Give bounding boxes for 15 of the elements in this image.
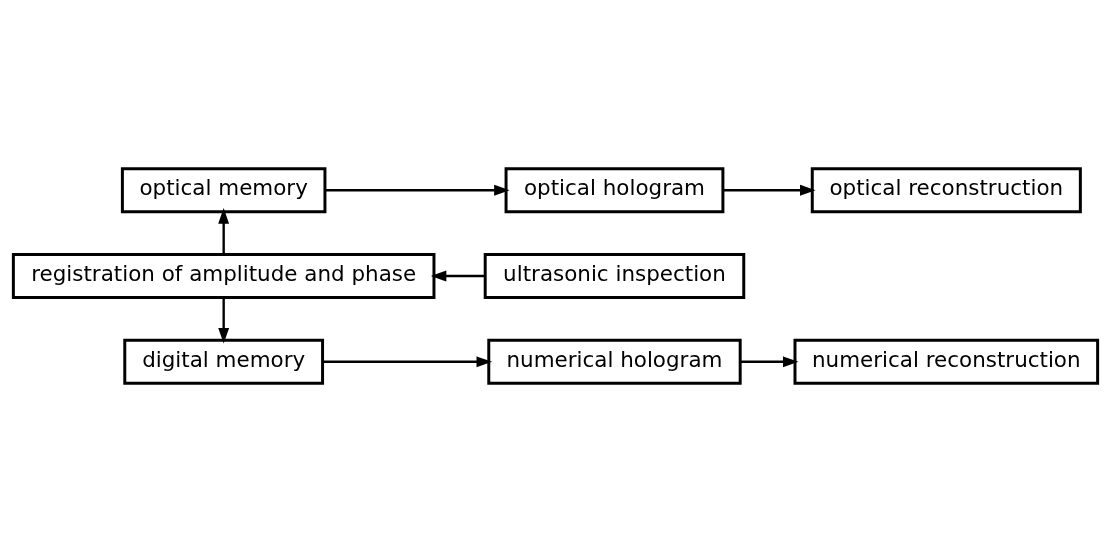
node-box: numerical hologram <box>487 338 742 385</box>
arrow <box>430 270 485 281</box>
arrow <box>740 355 799 367</box>
node-box: optical reconstruction <box>810 166 1082 213</box>
node-box: numerical reconstruction <box>793 338 1100 385</box>
arrow <box>218 297 230 344</box>
arrow <box>322 355 492 367</box>
arrow <box>723 184 816 196</box>
node-box: optical memory <box>120 166 327 213</box>
arrow <box>325 184 510 196</box>
node-box: optical hologram <box>504 166 725 213</box>
node-box: registration of amplitude and phase <box>11 252 436 299</box>
arrow <box>218 207 230 254</box>
node-box: ultrasonic inspection <box>483 252 746 299</box>
node-box: digital memory <box>123 338 325 385</box>
